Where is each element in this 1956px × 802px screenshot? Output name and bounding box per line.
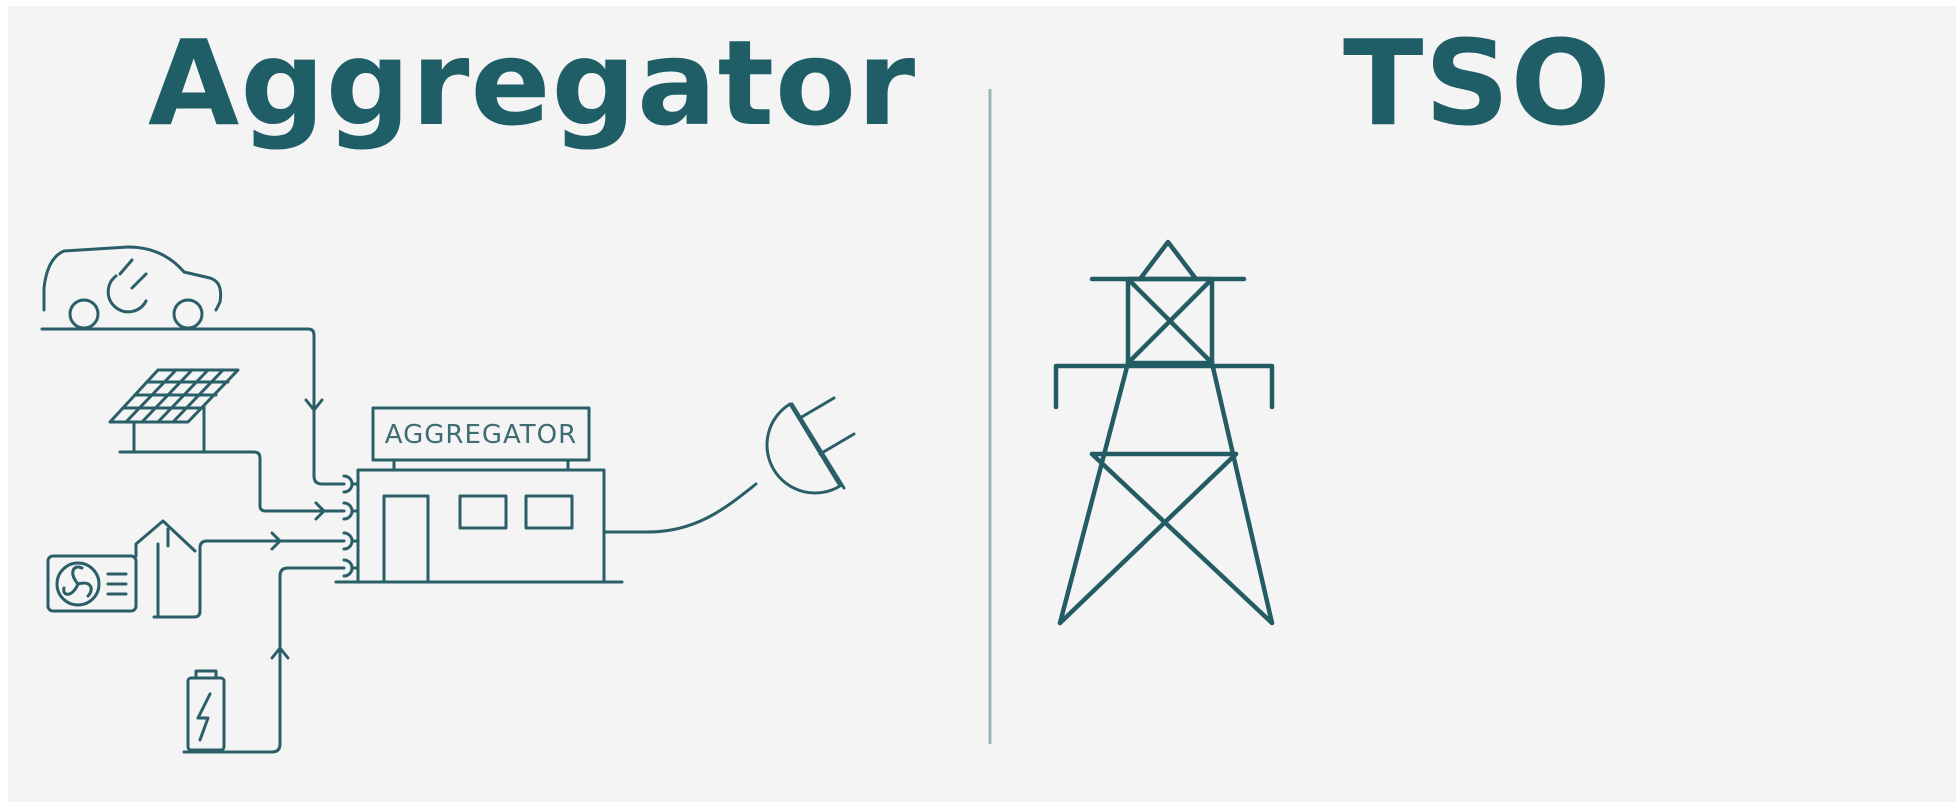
electric-car-icon <box>40 245 224 331</box>
transmission-tower-icon <box>1053 239 1275 626</box>
tso-heading: TSO <box>1343 14 1612 152</box>
diagram-canvas: Aggregator TSO <box>8 6 1956 802</box>
aggregator-heading: Aggregator <box>148 14 917 152</box>
aggregator-building-icon: AGGREGATOR <box>334 406 624 584</box>
diagram-graphics: AGGREGATOR <box>40 89 1275 754</box>
battery-icon <box>186 669 226 752</box>
heat-pump-house-icon <box>46 519 197 619</box>
aggregator-sign-label: AGGREGATOR <box>385 420 577 450</box>
plug-icon <box>602 396 856 534</box>
solar-panel-icon <box>108 368 240 454</box>
connection-wires <box>124 327 346 754</box>
